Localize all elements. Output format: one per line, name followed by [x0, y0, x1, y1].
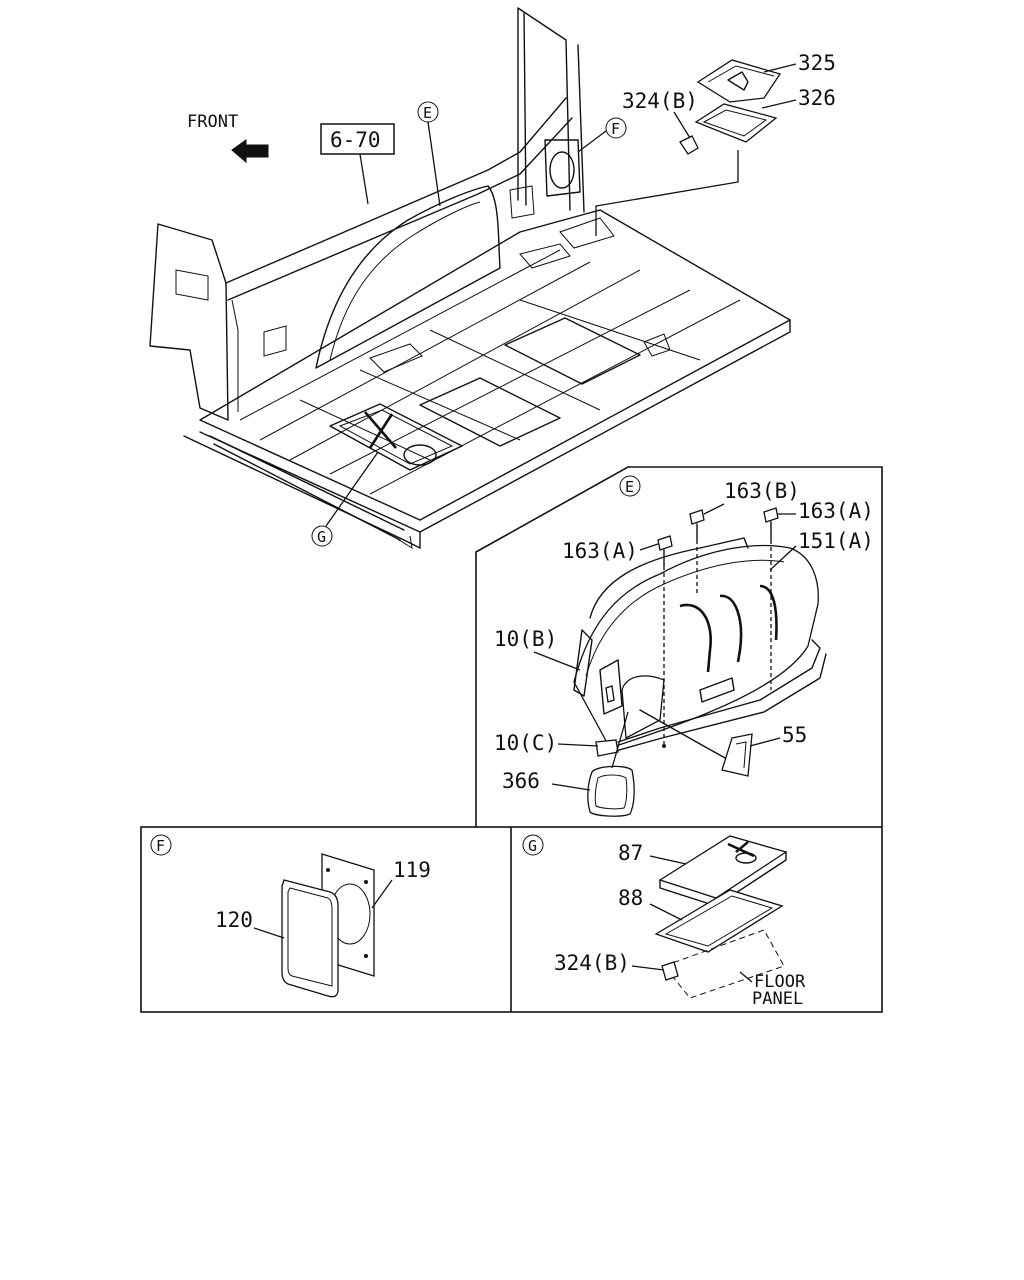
label-55: 55 [782, 723, 807, 747]
seal-326 [694, 103, 778, 143]
label-163a-left: 163(A) [562, 539, 638, 563]
detail-e-frame [475, 466, 883, 827]
svg-text:F: F [156, 837, 165, 855]
seal-88 [654, 889, 784, 953]
ref-box-label: 6-70 [330, 128, 381, 152]
detail-e-callout: E [619, 475, 641, 497]
front-label: FRONT [187, 112, 238, 132]
svg-text:G: G [317, 528, 326, 546]
label-163b: 163(B) [724, 479, 800, 503]
label-87: 87 [618, 841, 643, 865]
label-324b-top: 324(B) [622, 89, 698, 113]
label-119: 119 [393, 858, 431, 882]
bolt-163a-left [657, 535, 673, 748]
svg-text:F: F [611, 120, 620, 138]
label-10b: 10(B) [494, 627, 557, 651]
label-325: 325 [798, 51, 836, 75]
floor-panel-label-line2: PANEL [752, 989, 803, 1009]
svg-text:E: E [625, 478, 634, 496]
floor-panel-outline [661, 929, 785, 999]
svg-text:E: E [423, 104, 432, 122]
bolt-163b [689, 509, 705, 596]
callout-f-main: F [577, 117, 627, 153]
callout-e: E [417, 101, 441, 207]
detail-g-callout: G [522, 834, 544, 856]
detail-f-callout: F [150, 834, 172, 856]
svg-text:G: G [528, 837, 537, 855]
floor-panel-label-line1: FLOOR [754, 972, 806, 992]
label-151a: 151(A) [798, 529, 874, 553]
seal-120 [281, 879, 339, 998]
front-arrow-icon [231, 139, 269, 164]
callout-g-main: G [311, 451, 379, 547]
label-324b-g: 324(B) [554, 951, 630, 975]
ref-box-frame [320, 123, 395, 155]
label-326: 326 [798, 86, 836, 110]
wheel-housing-151a [573, 537, 827, 817]
bolt-163a-right [763, 507, 779, 690]
label-10c: 10(C) [494, 731, 557, 755]
label-120: 120 [215, 908, 253, 932]
label-366: 366 [502, 769, 540, 793]
label-163a-right: 163(A) [798, 499, 874, 523]
clip-324b-top [679, 135, 699, 155]
label-88: 88 [618, 886, 643, 910]
floor-assembly-drawing [149, 7, 791, 550]
access-lid-325 [696, 59, 782, 103]
